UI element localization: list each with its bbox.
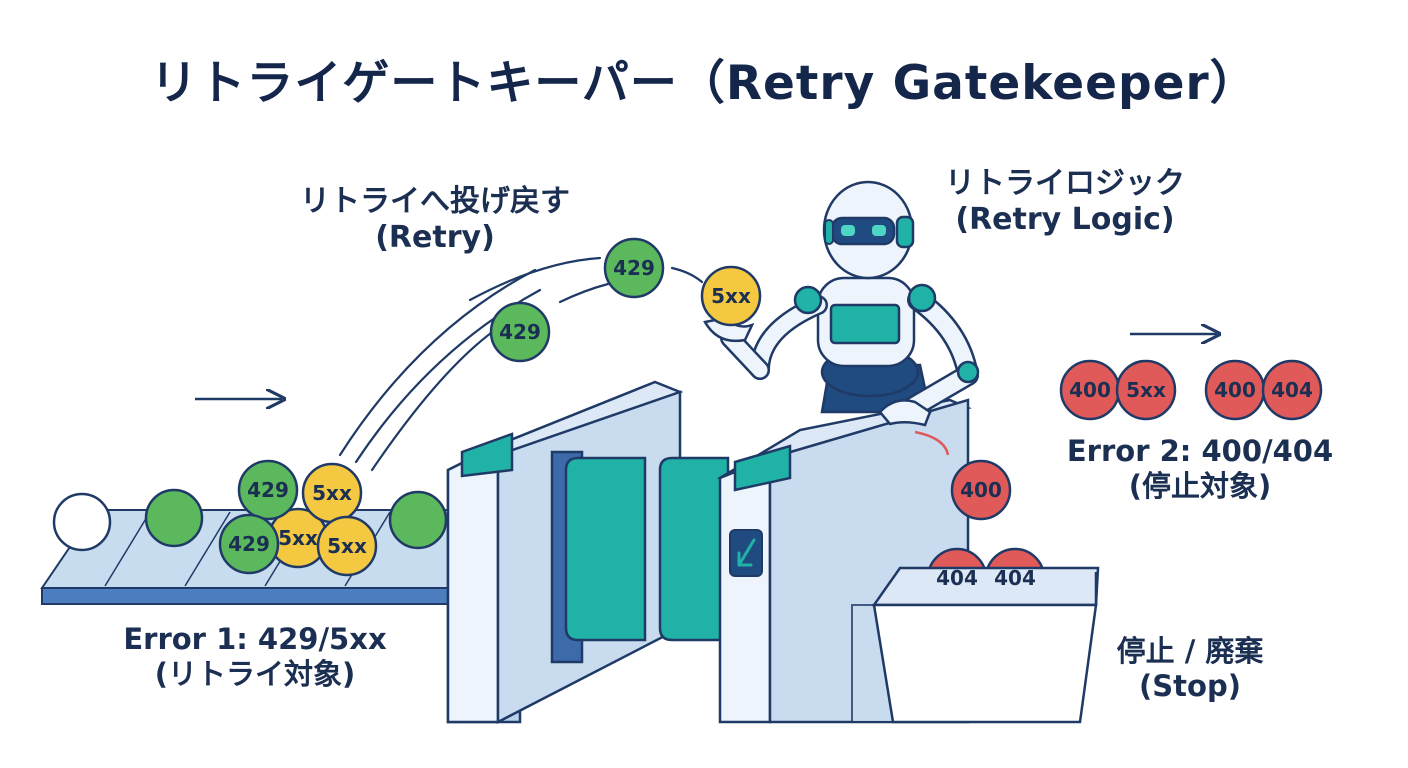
green-ball xyxy=(388,490,448,550)
ball-pile xyxy=(218,459,378,577)
green-ball xyxy=(218,513,280,575)
ball-label-400: 400 xyxy=(960,478,1002,502)
red-ball xyxy=(1261,359,1323,421)
ball-label-5xx: 5xx xyxy=(1126,378,1166,402)
retry-logic-label-en: (Retry Logic) xyxy=(955,202,1175,237)
stop-label-jp: 停止 / 廃棄 xyxy=(1116,634,1264,668)
green-ball xyxy=(489,301,551,363)
ball-label-5xx: 5xx xyxy=(312,481,352,505)
ball-label-5xx: 5xx xyxy=(711,284,751,308)
ball-label-400: 400 xyxy=(1069,378,1111,402)
retry-logic-label: リトライロジック (Retry Logic) xyxy=(915,166,1215,238)
robot-icon xyxy=(703,180,980,427)
retry-throw-label-en: (Retry) xyxy=(375,220,495,255)
arrow-down-left-icon xyxy=(737,538,756,567)
ball-label-404: 404 xyxy=(1271,378,1313,402)
gate-left xyxy=(446,380,730,725)
ball-label-404: 404 xyxy=(994,566,1036,590)
green-ball xyxy=(144,488,204,548)
ball-label-5xx: 5xx xyxy=(327,534,367,558)
white-ball xyxy=(52,492,112,552)
retry-throw-label: リトライへ投げ戻す (Retry) xyxy=(265,184,605,256)
retry-throw-label-jp: リトライへ投げ戻す xyxy=(300,184,570,219)
yellow-ball xyxy=(700,265,762,327)
ball-label-429: 429 xyxy=(613,256,655,280)
error2-label-line2: (停止対象) xyxy=(1128,468,1272,503)
yellow-ball xyxy=(316,515,378,577)
error1-label: Error 1: 429/5xx (リトライ対象) xyxy=(100,622,410,692)
page-title: リトライゲートキーパー（Retry Gatekeeper） xyxy=(150,56,1258,111)
green-ball xyxy=(603,237,665,299)
ball-label-429: 429 xyxy=(228,532,270,556)
ball-label-429: 429 xyxy=(499,320,541,344)
discard-bin xyxy=(851,547,1100,724)
error2-label-line1: Error 2: 400/404 xyxy=(1066,434,1334,468)
ball-label-429: 429 xyxy=(247,478,289,502)
green-ball xyxy=(237,459,299,521)
error1-label-line1: Error 1: 429/5xx xyxy=(123,622,387,656)
retry-logic-label-jp: リトライロジック xyxy=(945,166,1185,201)
error1-label-line2: (リトライ対象) xyxy=(154,656,356,691)
ball-label-404: 404 xyxy=(936,566,978,590)
ball-label-5xx: 5xx xyxy=(278,526,318,550)
red-ball xyxy=(1115,359,1177,421)
red-ball xyxy=(950,459,1012,521)
stop-label: 停止 / 廃棄 (Stop) xyxy=(1090,634,1290,704)
conveyor-balls xyxy=(52,488,448,552)
ball-label-400: 400 xyxy=(1214,378,1256,402)
error2-label: Error 2: 400/404 (停止対象) xyxy=(1050,434,1350,504)
stop-label-en: (Stop) xyxy=(1139,668,1241,703)
